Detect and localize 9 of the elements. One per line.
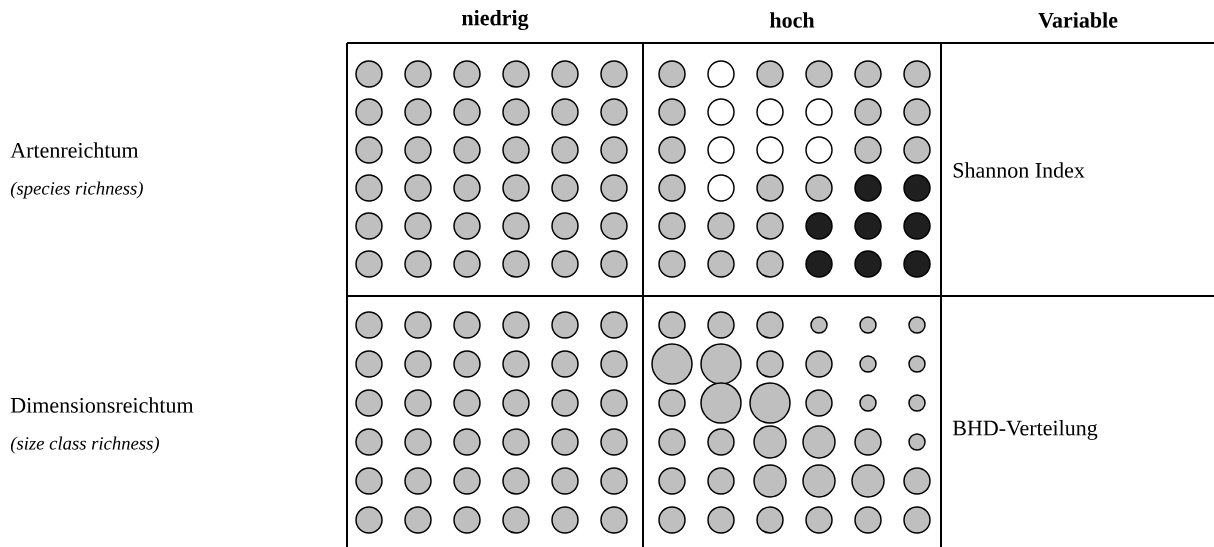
row-label: Dimensionsreichtum	[10, 397, 194, 413]
column-header: Variable	[1038, 12, 1118, 28]
variable-label: BHD-Verteilung	[952, 420, 1098, 440]
column-header: niedrig	[462, 9, 529, 31]
column-header: hoch	[769, 12, 815, 28]
row-label: (size class richness)	[10, 436, 159, 454]
variable-label: Shannon Index	[953, 162, 1085, 178]
row-label: (species richness)	[10, 181, 143, 199]
row-label: Artenreichtum	[10, 142, 139, 158]
